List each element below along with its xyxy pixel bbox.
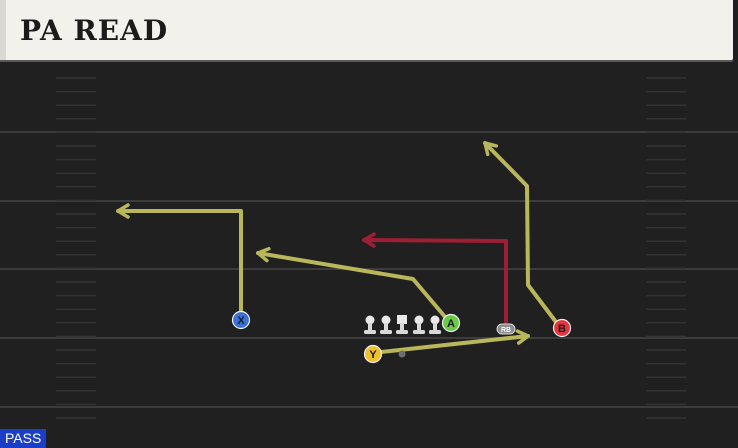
lineman-marker [413,315,425,334]
players: X A Y B RB [231,310,572,364]
player-marker [231,310,251,330]
offensive-line [364,315,441,358]
player-label: RB [501,327,511,334]
player-label: A [447,318,455,330]
route-b [483,141,558,324]
route-arrow-x [116,203,130,219]
route-rb [362,238,508,324]
player-marker [363,344,383,364]
route-a [256,251,448,320]
player-rb: RB [496,323,516,335]
title-bar: PA READ [0,0,733,60]
route-arrow-rb [362,232,376,248]
title-accent [0,0,6,60]
player-a: A [441,313,461,333]
player-label: Y [369,349,377,361]
routes [116,141,558,354]
lineman-marker [364,315,376,334]
play-title: PA READ [20,14,169,47]
center-marker [396,315,408,334]
route-arrow-y [515,329,530,345]
route-x [116,209,243,322]
player-label: B [558,323,566,335]
route-y [379,334,530,354]
player-y: Y [363,344,383,364]
lineman-marker [380,315,392,334]
play-type-badge: PASS [0,429,47,448]
yard-lines [0,131,738,408]
player-label: X [237,315,245,327]
player-marker [496,323,516,335]
route-arrow-a [256,246,271,263]
lineman-marker [429,315,441,334]
ball-spot [398,350,406,358]
player-marker [441,313,461,333]
hash-marks [56,77,686,419]
player-x: X [231,310,251,330]
player-marker [552,318,572,338]
player-b: B [552,318,572,338]
route-arrow-b [483,141,499,157]
